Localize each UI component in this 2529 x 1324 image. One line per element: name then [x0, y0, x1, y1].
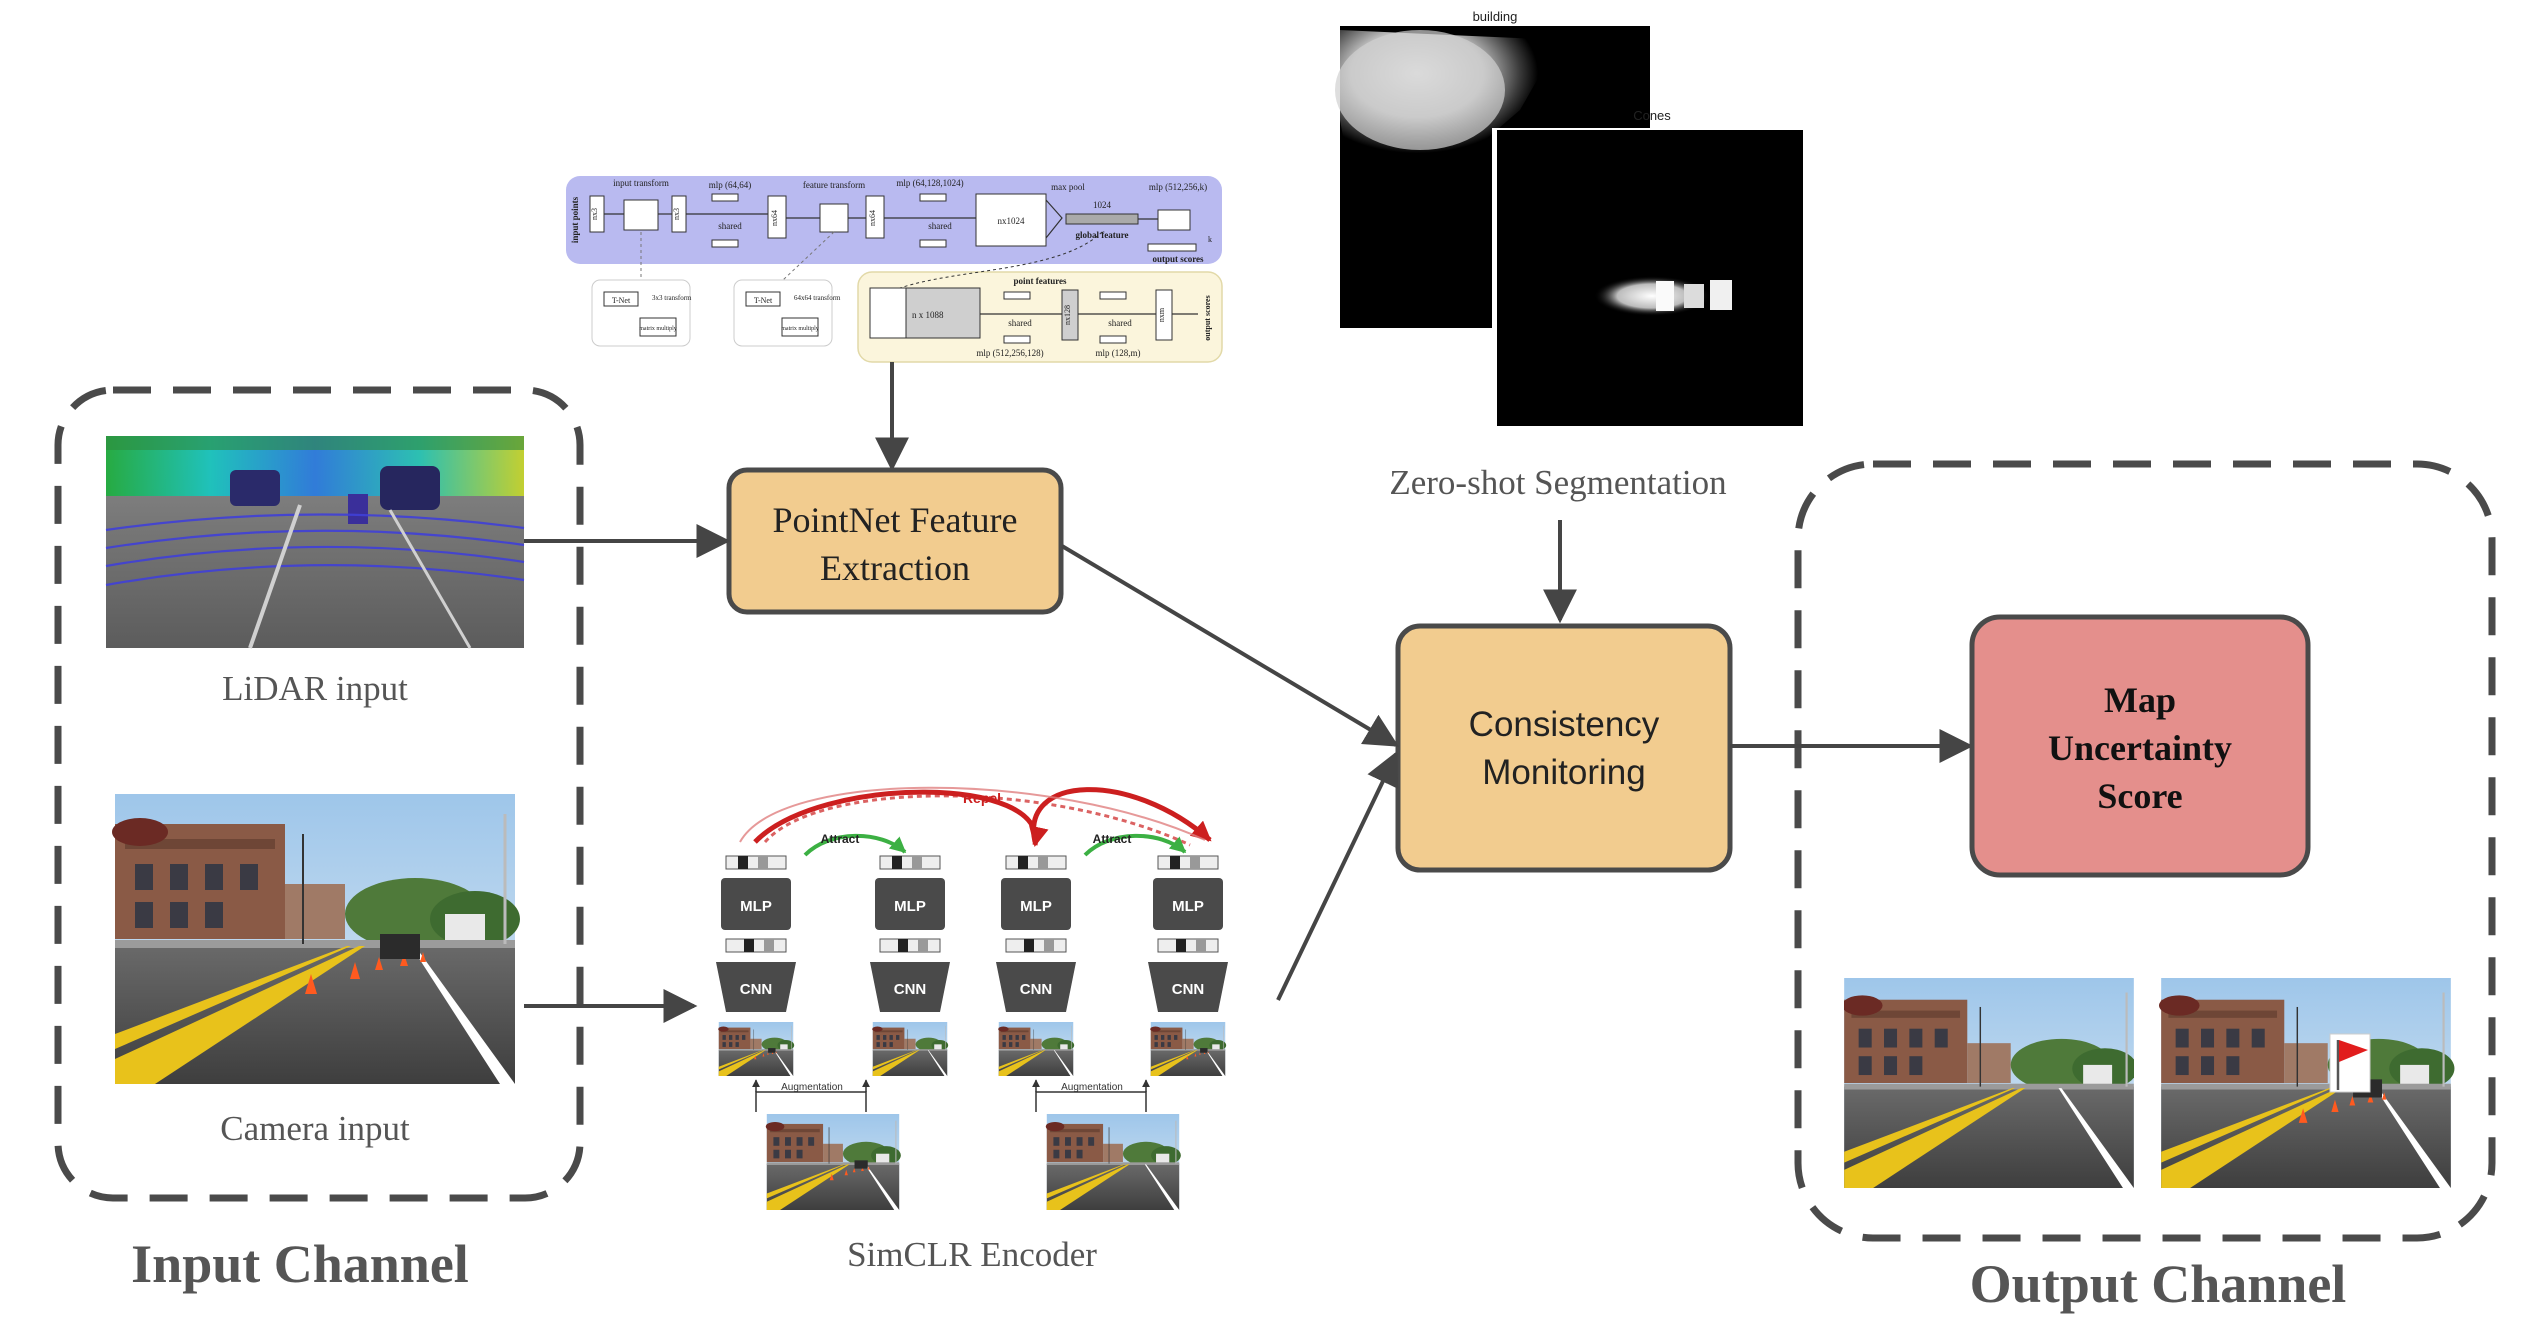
- simclr-column-2: MLP CNN: [870, 855, 950, 1076]
- svg-text:nx3: nx3: [590, 208, 599, 220]
- output-image-flagged: [2157, 978, 2456, 1188]
- arrow-simclr-to-consistency: [1276, 750, 1399, 1001]
- svg-text:CNN: CNN: [894, 981, 927, 998]
- svg-text:Augmentation: Augmentation: [1061, 1082, 1123, 1093]
- output-channel-title: Output Channel: [1970, 1254, 2347, 1314]
- svg-text:MLP: MLP: [1020, 898, 1052, 915]
- output-channel-frame: [1794, 460, 2496, 1242]
- arrow-pointnet-to-consistency: [1060, 544, 1399, 747]
- svg-text:building: building: [1473, 9, 1518, 24]
- svg-text:CNN: CNN: [1020, 981, 1053, 998]
- pointnet-feature-extraction-box: PointNet Feature Extraction: [726, 467, 1064, 615]
- svg-text:point features: point features: [1013, 276, 1067, 286]
- svg-text:nx128: nx128: [1063, 305, 1072, 325]
- svg-text:output scores: output scores: [1203, 295, 1212, 340]
- svg-text:Extraction: Extraction: [820, 548, 970, 588]
- svg-text:output scores: output scores: [1152, 254, 1204, 264]
- svg-text:mlp (64,128,1024): mlp (64,128,1024): [896, 178, 963, 188]
- simclr-encoder-label: SimCLR Encoder: [847, 1235, 1097, 1274]
- svg-text:Consistency: Consistency: [1469, 705, 1660, 744]
- map-uncertainty-score-box: Map Uncertainty Score: [1969, 614, 2311, 878]
- svg-text:Uncertainty: Uncertainty: [2048, 728, 2232, 768]
- svg-text:mlp (128,m): mlp (128,m): [1096, 348, 1141, 358]
- lidar-image: [105, 436, 525, 649]
- camera-input-label: Camera input: [220, 1109, 410, 1148]
- svg-text:Attract: Attract: [821, 832, 860, 846]
- segmentation-map-cones: Cones: [1492, 108, 1804, 428]
- svg-text:MLP: MLP: [740, 898, 772, 915]
- svg-text:3x3 transform: 3x3 transform: [652, 294, 692, 302]
- input-channel-frame: [54, 386, 584, 1202]
- svg-text:global feature: global feature: [1075, 230, 1128, 240]
- svg-text:Attract: Attract: [1093, 832, 1132, 846]
- svg-text:shared: shared: [718, 221, 742, 231]
- simclr-column-3: MLP CNN: [996, 855, 1076, 1076]
- svg-text:mlp (512,256,128): mlp (512,256,128): [976, 348, 1043, 358]
- simclr-column-1: MLP CNN: [716, 855, 796, 1076]
- svg-text:input transform: input transform: [613, 178, 669, 188]
- simclr-column-4: MLP CNN: [1148, 855, 1228, 1076]
- svg-text:shared: shared: [1108, 318, 1132, 328]
- svg-text:mlp (512,256,k): mlp (512,256,k): [1149, 182, 1207, 192]
- svg-text:64x64 transform: 64x64 transform: [794, 294, 841, 302]
- svg-text:Score: Score: [2097, 776, 2182, 816]
- svg-text:nxm: nxm: [1157, 307, 1166, 322]
- svg-text:T-Net: T-Net: [754, 296, 773, 305]
- svg-text:matrix multiply: matrix multiply: [639, 326, 677, 332]
- svg-text:Monitoring: Monitoring: [1482, 753, 1645, 792]
- svg-text:nx64: nx64: [770, 210, 779, 226]
- pointnet-architecture-diagram: input points nx3 input transform nx3 mlp…: [566, 176, 1223, 363]
- svg-text:Augmentation: Augmentation: [781, 1082, 843, 1093]
- svg-text:input points: input points: [570, 196, 580, 243]
- svg-text:nx1024: nx1024: [998, 216, 1026, 226]
- svg-text:1024: 1024: [1093, 200, 1112, 210]
- consistency-monitoring-box: Consistency Monitoring: [1395, 623, 1733, 873]
- svg-text:MLP: MLP: [894, 898, 926, 915]
- input-channel-title: Input Channel: [131, 1234, 469, 1294]
- zero-shot-segmentation-label: Zero-shot Segmentation: [1389, 463, 1726, 502]
- svg-text:max pool: max pool: [1051, 182, 1085, 192]
- simclr-encoder-diagram: Repel Attract Attract MLP CNN MLP CNN ML: [716, 786, 1228, 1210]
- svg-text:Repel: Repel: [963, 790, 1001, 806]
- output-image-original: [1844, 978, 2134, 1188]
- svg-text:nx64: nx64: [868, 210, 877, 226]
- svg-text:k: k: [1208, 235, 1212, 244]
- svg-text:mlp (64,64): mlp (64,64): [709, 180, 752, 190]
- svg-text:PointNet Feature: PointNet Feature: [773, 500, 1018, 540]
- camera-image: [110, 794, 522, 1084]
- svg-text:feature transform: feature transform: [803, 180, 865, 190]
- svg-text:T-Net: T-Net: [612, 296, 631, 305]
- svg-text:nx3: nx3: [672, 208, 681, 220]
- svg-text:CNN: CNN: [740, 981, 773, 998]
- lidar-input-label: LiDAR input: [222, 669, 408, 708]
- red-flag-icon: [2329, 1033, 2371, 1093]
- svg-text:shared: shared: [1008, 318, 1032, 328]
- svg-text:Cones: Cones: [1633, 108, 1671, 123]
- svg-text:matrix multiply: matrix multiply: [781, 326, 819, 332]
- svg-text:MLP: MLP: [1172, 898, 1204, 915]
- svg-text:shared: shared: [928, 221, 952, 231]
- svg-text:n x 1088: n x 1088: [912, 310, 944, 320]
- svg-text:Map: Map: [2104, 680, 2176, 720]
- svg-text:CNN: CNN: [1172, 981, 1205, 998]
